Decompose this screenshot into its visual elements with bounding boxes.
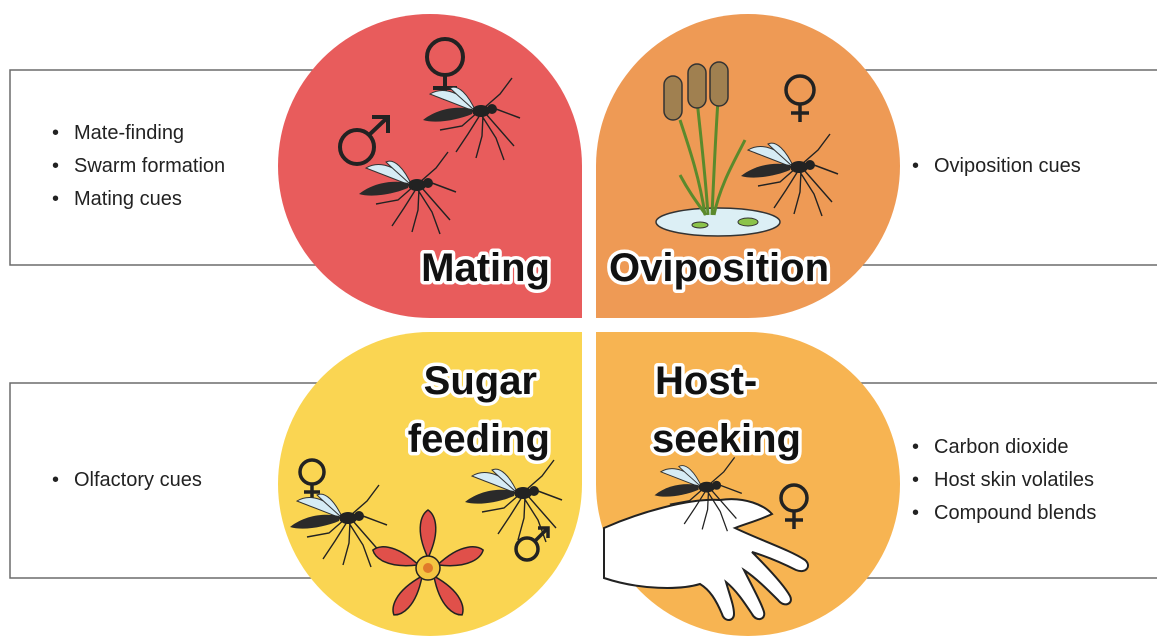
sugar-feeding-cue-list: Olfactory cues: [52, 464, 202, 497]
list-item: Host skin volatiles: [912, 464, 1096, 497]
list-item: Mating cues: [52, 183, 225, 216]
host-seeking-label-line1: Host-: [655, 359, 757, 403]
list-item: Oviposition cues: [912, 150, 1081, 183]
host-seeking-cue-list: Carbon dioxide Host skin volatiles Compo…: [912, 431, 1096, 530]
list-item: Compound blends: [912, 497, 1096, 530]
sugar-feeding-label-line2: feeding: [408, 417, 550, 461]
list-item: Mate-finding: [52, 117, 225, 150]
list-item: Carbon dioxide: [912, 431, 1096, 464]
list-item: Olfactory cues: [52, 464, 202, 497]
list-item: Swarm formation: [52, 150, 225, 183]
mating-cue-list: Mate-finding Swarm formation Mating cues: [52, 117, 225, 216]
oviposition-label: Oviposition: [609, 246, 829, 290]
oviposition-cue-list: Oviposition cues: [912, 150, 1081, 183]
mating-label: Mating: [421, 246, 550, 290]
sugar-feeding-label-line1: Sugar: [424, 359, 537, 403]
host-seeking-label-line2: seeking: [652, 417, 801, 461]
